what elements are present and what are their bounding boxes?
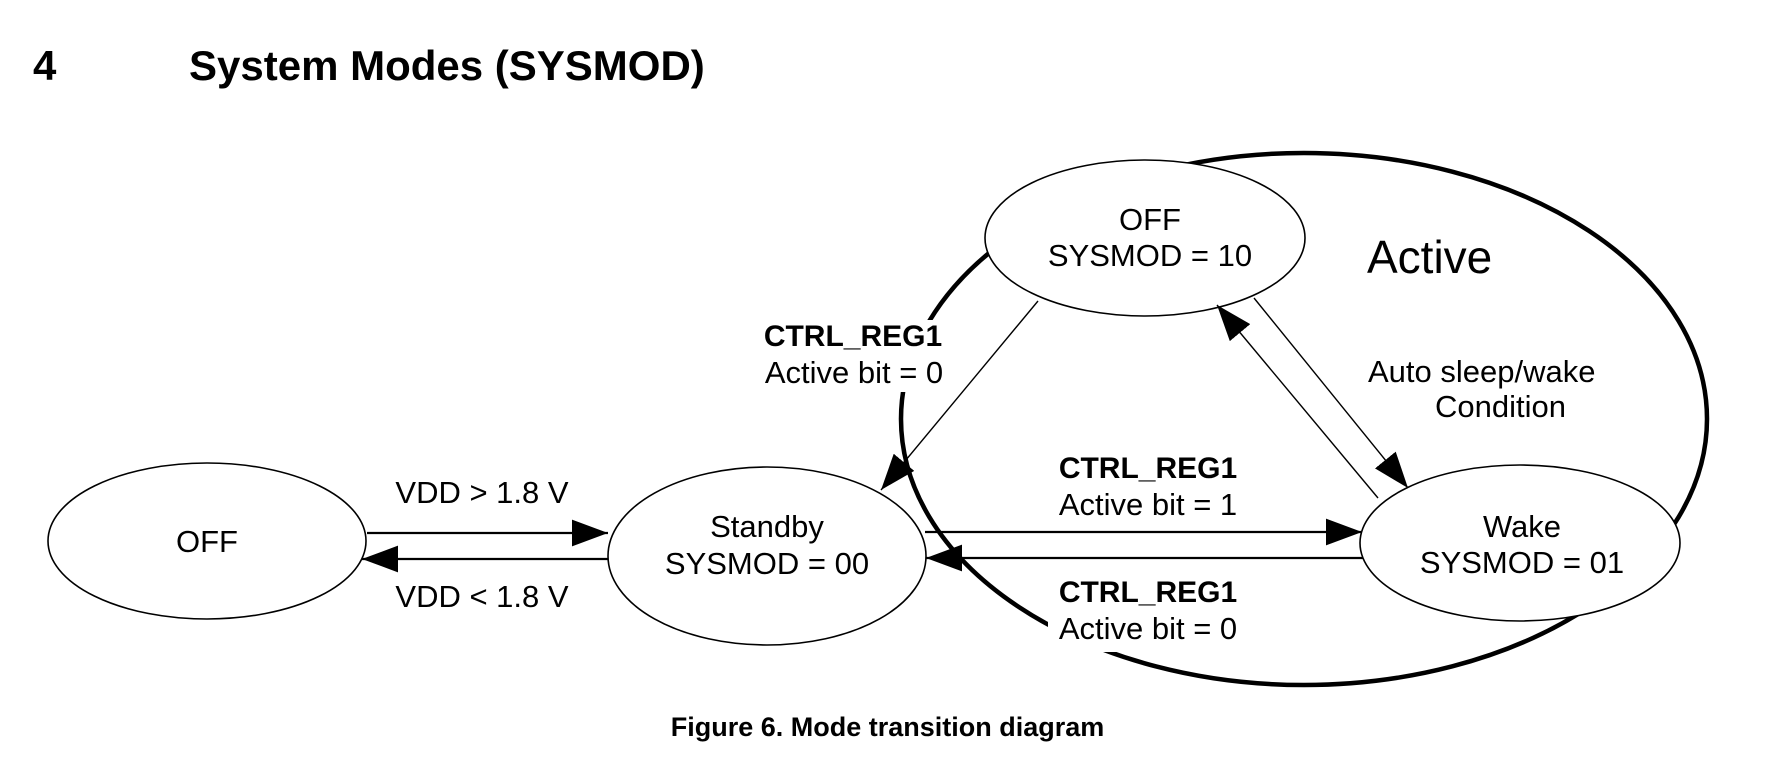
label-power-up: VDD > 1.8 V bbox=[395, 475, 568, 510]
state-standby-sysmod: SYSMOD = 00 bbox=[665, 546, 869, 581]
arrow-wake-to-sleep bbox=[1216, 304, 1379, 499]
label-auto-sleep-wake-line2: Condition bbox=[1435, 389, 1566, 424]
state-wake-name: Wake bbox=[1483, 509, 1561, 544]
state-off-power-label: OFF bbox=[176, 524, 238, 559]
label-power-down: VDD < 1.8 V bbox=[395, 579, 568, 614]
state-wake[interactable]: Wake SYSMOD = 01 bbox=[1359, 464, 1681, 622]
label-sleep-to-standby-cond: Active bit = 0 bbox=[765, 355, 943, 390]
state-off-power[interactable]: OFF bbox=[47, 462, 367, 620]
active-group-label: Active bbox=[1367, 231, 1492, 283]
state-standby[interactable]: Standby SYSMOD = 00 bbox=[607, 466, 927, 646]
label-wake-to-standby-reg: CTRL_REG1 bbox=[1059, 576, 1237, 609]
active-group-boundary bbox=[898, 150, 1710, 688]
section-number: 4 bbox=[33, 42, 57, 89]
state-wake-sysmod: SYSMOD = 01 bbox=[1420, 545, 1624, 580]
state-sleep[interactable]: OFF SYSMOD = 10 bbox=[984, 159, 1306, 317]
label-mask bbox=[1048, 576, 1250, 652]
label-wake-to-standby-cond: Active bit = 0 bbox=[1059, 611, 1237, 646]
label-standby-to-wake-cond: Active bit = 1 bbox=[1059, 487, 1237, 522]
figure-caption: Figure 6. Mode transition diagram bbox=[670, 712, 1105, 742]
label-sleep-to-standby-reg: CTRL_REG1 bbox=[764, 320, 942, 353]
state-standby-name: Standby bbox=[710, 509, 824, 544]
section-title: System Modes (SYSMOD) bbox=[189, 42, 705, 89]
arrow-sleep-to-standby bbox=[880, 300, 1039, 491]
label-standby-to-wake-reg: CTRL_REG1 bbox=[1059, 452, 1237, 485]
state-sleep-sysmod: SYSMOD = 10 bbox=[1048, 238, 1252, 273]
label-auto-sleep-wake-line1: Auto sleep/wake bbox=[1368, 354, 1595, 389]
state-sleep-name: OFF bbox=[1119, 202, 1181, 237]
arrow-sleep-to-wake bbox=[1253, 297, 1409, 489]
label-mask bbox=[752, 320, 952, 392]
